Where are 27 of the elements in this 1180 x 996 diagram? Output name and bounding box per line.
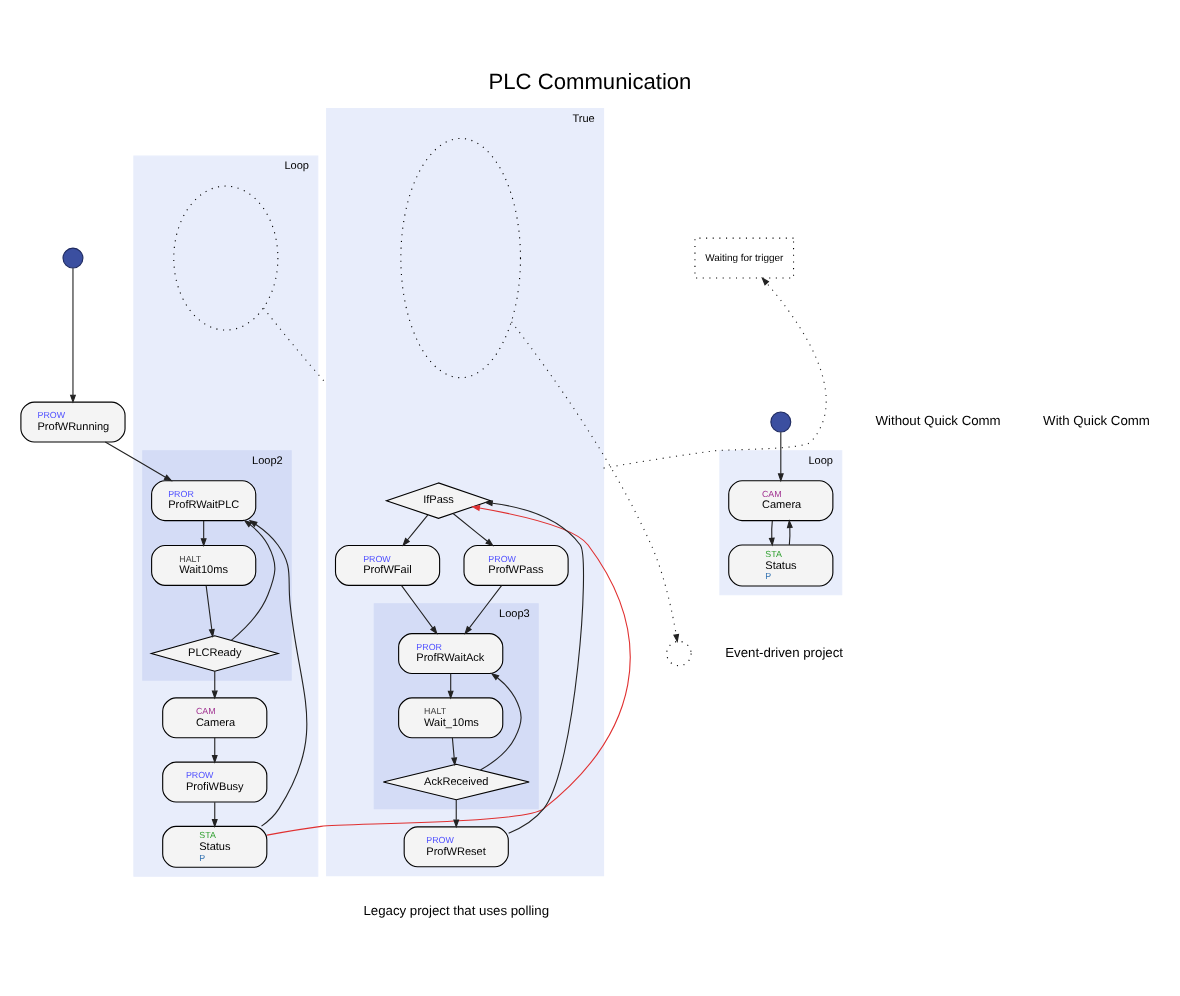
arrow xyxy=(104,440,173,481)
node-circle xyxy=(770,410,792,432)
arrow xyxy=(230,518,276,640)
arrow xyxy=(401,584,438,634)
arrow xyxy=(777,430,784,482)
arrow xyxy=(452,512,494,546)
arrow xyxy=(464,584,503,634)
arrow xyxy=(453,798,460,828)
arrow xyxy=(248,518,308,826)
diagram-title: PLC Communication xyxy=(488,69,692,94)
arrow xyxy=(479,671,522,770)
arrow xyxy=(211,669,218,699)
arrow xyxy=(451,736,458,766)
arrow xyxy=(483,499,584,833)
connector xyxy=(263,306,328,384)
arrow xyxy=(511,320,680,642)
arrow xyxy=(768,519,775,546)
arrow xyxy=(266,504,631,835)
arrow xyxy=(402,513,429,546)
arrow xyxy=(786,518,793,545)
node-circle xyxy=(666,639,692,666)
arrow xyxy=(603,275,827,468)
arrow xyxy=(69,266,77,403)
arrow xyxy=(205,584,215,637)
node-circle xyxy=(173,184,279,330)
node-circle xyxy=(400,136,522,378)
node-circle xyxy=(62,246,84,268)
